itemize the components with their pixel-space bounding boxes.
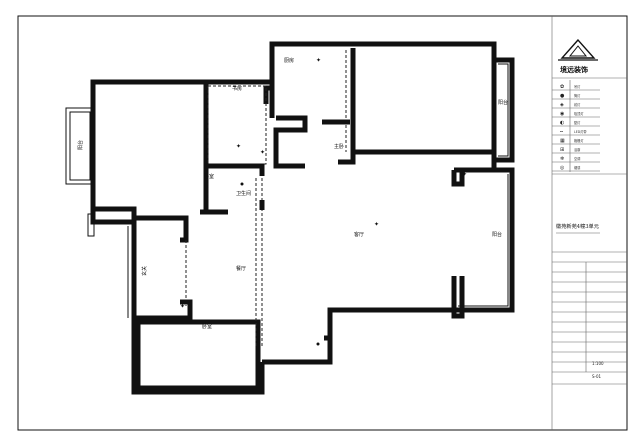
scale-value: 1:100 <box>592 361 604 366</box>
pendant-light-icon: ✿ <box>560 84 564 90</box>
ceiling-light-icon: ✦ <box>374 221 379 228</box>
legend-label: 射灯 <box>574 102 581 107</box>
legend-label: 壁灯 <box>574 120 581 125</box>
info-table <box>552 261 627 373</box>
wall-kitchen-top <box>269 41 350 118</box>
ac-vent-icon: ❄ <box>560 156 564 162</box>
legend-label: 吸顶灯 <box>574 111 584 116</box>
ceiling-light-icon: ✦ <box>236 143 241 150</box>
exhaust-fan-icon: ⊞ <box>560 147 564 153</box>
room-label-dining: 餐厅 <box>236 265 246 272</box>
room-label-balcony-east: 阳台 <box>492 231 502 238</box>
ceiling-light-icon: ✦ <box>260 149 265 156</box>
wall-left-bedroom-bottom <box>93 206 189 243</box>
wall-living-right <box>454 152 515 313</box>
room-label-balcony-left: 阳台 <box>77 140 84 150</box>
downlight-icon <box>240 182 244 186</box>
legend-label: 空调 <box>574 156 580 161</box>
room-label-bedroom-bottom: 卧室 <box>202 323 212 330</box>
room-label-kitchen: 厨房 <box>284 57 294 64</box>
room-label-entry: 玄关 <box>141 266 148 276</box>
wall-master-top <box>350 41 497 60</box>
legend-table: ✿ 吊灯 ● 筒灯 ◈ 射灯 ◉ 吸顶灯 ◐ 壁灯 ┅ LED灯带 ▦ 格栅灯 ⊞ 浴霸 ❄ 空调 ◎ 烟感 <box>552 80 600 172</box>
grille-light-icon: ▦ <box>560 138 565 144</box>
ceiling-light-icon: ✦ <box>462 171 467 178</box>
wall-master-right <box>494 57 515 163</box>
legend-label: 格栅灯 <box>574 138 584 143</box>
led-strip-icon: ┅ <box>560 129 563 135</box>
legend-label: 筒灯 <box>574 93 581 98</box>
wall-bottom-bedroom <box>131 315 265 395</box>
downlight-icon: ● <box>560 93 565 99</box>
wall-kitchen-inner <box>273 115 308 169</box>
legend-label: 烟感 <box>574 165 581 170</box>
ceiling-light-icon: ✦ <box>316 57 321 64</box>
drawing-frame <box>17 15 628 431</box>
downlight-icon <box>316 342 320 346</box>
wall-lamp-icon: ◐ <box>560 120 564 126</box>
room-label-living: 客厅 <box>354 231 364 238</box>
wall-left-bedroom <box>90 79 272 209</box>
room-labels: 阳台 卧室 书房 卫生间 厨房 主卧 阳台 客厅 餐厅 卧室 玄关 阳台 <box>77 57 508 330</box>
legend-label: 吊灯 <box>574 84 581 89</box>
floor-plan <box>65 41 515 395</box>
project-name: 徽苑新苑4幢3单元 <box>556 222 599 230</box>
wall-master-left <box>350 48 497 155</box>
room-label-study: 书房 <box>232 85 242 92</box>
title-block: 境远装饰 ✿ 吊灯 ● 筒灯 ◈ 射灯 ◉ 吸顶灯 ◐ 壁灯 ┅ LED灯带 ▦ 格栅灯 ⊞ 浴霸 ❄ 空调 ◎ 烟感… <box>551 16 627 430</box>
wall-living-bottom <box>262 307 454 365</box>
room-label-bath: 卫生间 <box>236 190 251 197</box>
study-dashed <box>207 85 267 165</box>
legend-label: LED灯带 <box>574 129 587 134</box>
wall-dining-left <box>90 209 137 318</box>
balcony-left-outline <box>65 107 95 185</box>
room-label-balcony-right: 阳台 <box>498 99 508 106</box>
ceiling-light-icon: ✦ <box>180 303 185 310</box>
room-label-master: 主卧 <box>334 143 344 150</box>
spot-light-icon: ◈ <box>560 102 564 108</box>
bottom-bedroom-inner <box>135 319 261 391</box>
brand-name: 境远装饰 <box>560 65 588 74</box>
ceiling-light-icon: ◉ <box>560 111 564 117</box>
sensor-icon: ◎ <box>560 165 565 171</box>
brand-logo-icon <box>560 38 596 59</box>
fixture-marks: ✦ ✦ ✦ ✦ ✦ ✦ <box>180 57 467 346</box>
room-label-bedroom-left: 卧室 <box>204 173 214 180</box>
legend-label: 浴霸 <box>574 147 580 152</box>
sheet-number: S-01 <box>592 374 602 379</box>
wall-right-stub <box>451 276 465 319</box>
